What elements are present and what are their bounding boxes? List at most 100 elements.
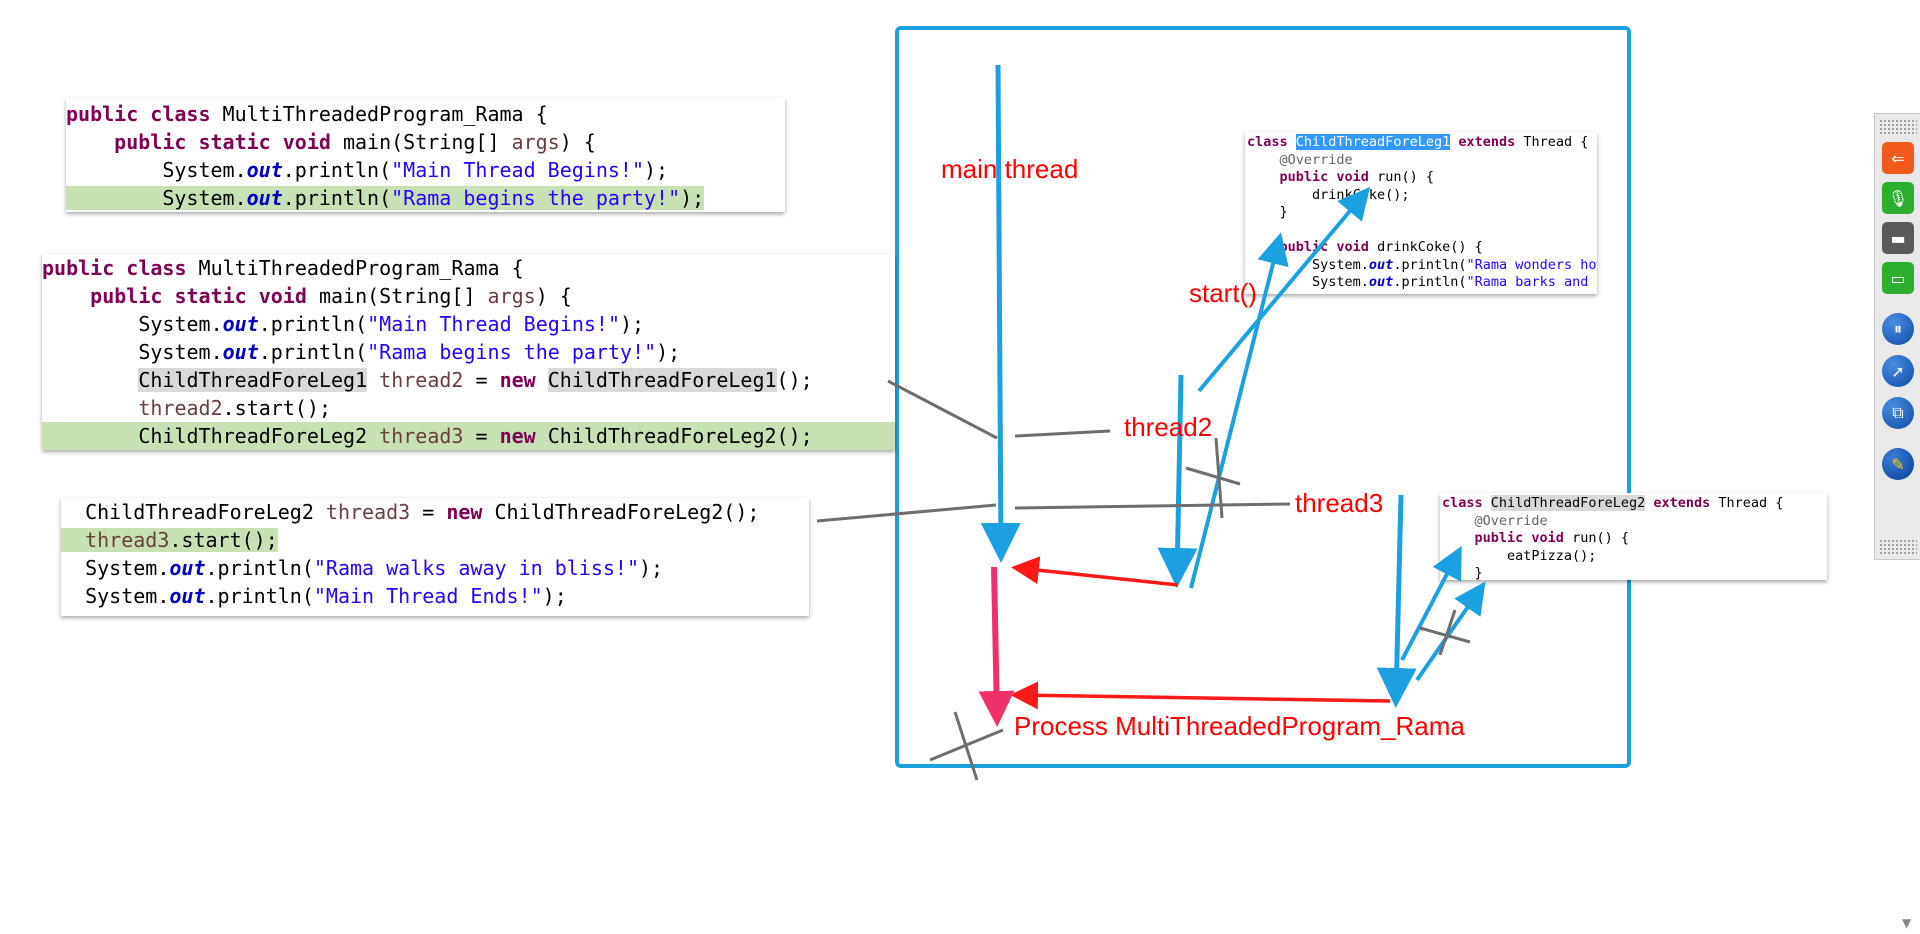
pause-icon[interactable]: ⏸ (1882, 313, 1914, 345)
back-arrow-icon[interactable]: ⇐ (1882, 142, 1914, 174)
code-token: run() { (1572, 530, 1629, 546)
code-line: public void run() { (1442, 530, 1827, 548)
pointer-icon[interactable]: ➚ (1882, 355, 1914, 387)
code-token: (); (776, 368, 813, 392)
process-box (895, 26, 1631, 768)
code-line: } (1442, 565, 1827, 580)
code-line: } (1247, 204, 1597, 222)
code-token: extends (1458, 134, 1524, 150)
code-line: public static void main(String[] args) { (66, 128, 785, 156)
code-token: ChildThreadForeLeg1 (547, 368, 777, 392)
code-token: args (487, 284, 536, 308)
code-line: @Override (1247, 152, 1597, 170)
screen-icon[interactable]: ▭ (1882, 262, 1914, 294)
code-line: public void run() { (1247, 169, 1597, 187)
code-token: out (1368, 256, 1394, 273)
code-token: ); (638, 556, 664, 580)
code-token: ChildThreadForeLeg2 (1490, 495, 1646, 511)
code-token: System. (1247, 256, 1369, 273)
code-token: = (463, 424, 500, 448)
code-line: ChildThreadForeLeg2 thread3 = new ChildT… (61, 498, 809, 526)
highlighter-icon[interactable]: ✎ (1882, 448, 1914, 480)
code-token: thread3 (325, 500, 411, 524)
code-token: class (1247, 134, 1296, 150)
code-token: System. (66, 186, 247, 210)
code-token: extends (1653, 495, 1719, 511)
code-token: System. (42, 312, 223, 336)
start-arrow-1 (1189, 232, 1289, 589)
thread3-join-arrow (1010, 681, 1391, 710)
thread2-join-arrow (1011, 556, 1179, 587)
toolbar-grip-top[interactable] (1879, 119, 1917, 134)
code-token: out (222, 340, 259, 364)
code-token: MultiThreadedProgram_Rama { (198, 256, 524, 280)
code-token: "Main Thread Begins!" (391, 158, 644, 182)
code-token: System. (61, 584, 170, 608)
code-line: System.out.println("Main Thread Begins!"… (66, 156, 785, 184)
code-token: ); (620, 312, 645, 336)
code-token: System. (66, 158, 247, 182)
code-line: class ChildThreadForeLeg2 extends Thread… (1442, 495, 1827, 513)
connector-thread3-label (1014, 502, 1291, 510)
main-thread-label: main thread (941, 154, 1079, 184)
code-token: .println( (258, 312, 368, 336)
code-token: args (511, 130, 560, 154)
code-token: ChildThreadForeLeg1 (1295, 134, 1451, 150)
code-token: ); (644, 158, 669, 182)
code-token: System. (42, 340, 223, 364)
code-token: public void (1474, 530, 1573, 546)
code-token: .println( (1393, 274, 1467, 290)
code-line: System.out.println("Main Thread Begins!"… (42, 310, 895, 338)
code-line: System.out.println("Rama begins the part… (66, 184, 785, 212)
code-token: @Override (1442, 512, 1548, 529)
code-token: thread3 (379, 424, 464, 448)
toolbar-grip-bottom[interactable] (1879, 539, 1917, 554)
code-token: .println( (1393, 256, 1467, 273)
code-token: new (446, 500, 495, 524)
code-token: eatPizza(); (1442, 547, 1597, 564)
process-end-arrow (978, 566, 1015, 727)
code-token: drinkCoke() { (1377, 239, 1483, 255)
code-token: ) { (535, 284, 572, 308)
code-token: out (222, 312, 259, 336)
code-token: new (499, 368, 548, 392)
window-icon[interactable]: ⧉ (1882, 397, 1914, 429)
thread2-label: thread2 (1124, 412, 1213, 442)
code-line: System.out.println("Rama begins the part… (42, 338, 895, 366)
code-token: thread3 (85, 528, 170, 552)
code-token: .println( (282, 186, 392, 210)
code-token: ); (680, 186, 705, 210)
thread2-end-cross (1185, 437, 1241, 519)
camera-icon[interactable]: ▬ (1882, 222, 1914, 254)
code-token: "Rama begins the party!" (367, 340, 657, 364)
code-token: ) { (559, 130, 596, 154)
microphone-icon[interactable]: 🎙 (1882, 182, 1914, 214)
code-token: .println( (258, 340, 368, 364)
code-token: "Main Thread Ends!" (313, 584, 543, 608)
code-token: } (1442, 565, 1483, 580)
code-line: public class MultiThreadedProgram_Rama { (42, 254, 895, 282)
code-token: ); (656, 340, 681, 364)
code-token: .start(); (169, 528, 278, 552)
code-token: public static void (90, 284, 319, 308)
code-token: public static void (114, 130, 343, 154)
connector-thread3 (816, 503, 997, 523)
code-token: "Main Thread Begins!" (367, 312, 620, 336)
code-token: "Rama begins the party!" (391, 186, 681, 210)
code-line: public class MultiThreadedProgram_Rama { (66, 100, 785, 128)
start-label: start() (1189, 278, 1257, 308)
code-token: thread2 (379, 368, 464, 392)
pizza-arrow-2 (1415, 581, 1486, 682)
code-token: "Rama wonders how (1466, 256, 1597, 273)
code-token: thread2 (138, 396, 223, 420)
code-token: public class (42, 256, 199, 280)
code-token: out (169, 556, 206, 580)
code-snippet-main-end: ChildThreadForeLeg2 thread3 = new ChildT… (61, 498, 809, 616)
scroll-down-arrow-icon[interactable]: ▼ (1902, 916, 1912, 930)
code-token: .println( (282, 158, 392, 182)
code-line: ChildThreadForeLeg2 thread3 = new ChildT… (42, 422, 895, 450)
code-token: ChildThreadForeLeg1 (138, 368, 368, 392)
code-line: System.out.println("Rama barks and t (1247, 274, 1597, 292)
code-token: Thread { (1523, 134, 1589, 150)
